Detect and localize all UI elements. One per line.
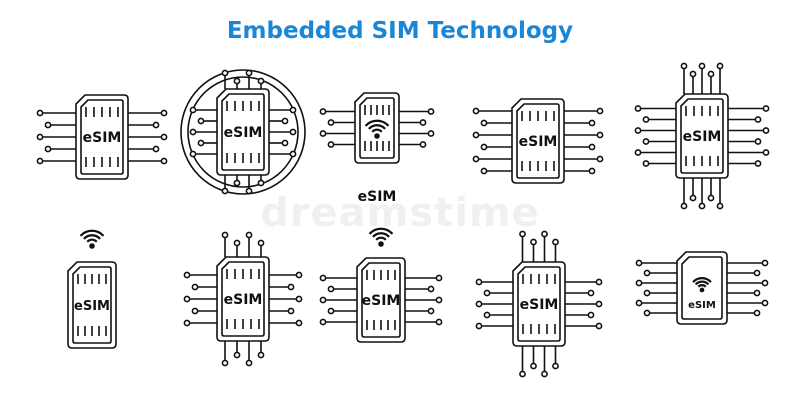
esim-label: eSIM: [362, 293, 401, 309]
esim-label: eSIM: [83, 130, 122, 146]
esim-wifi-card-icon: eSIM: [306, 226, 456, 351]
watermark: dreamstime: [260, 190, 540, 236]
esim-label: eSIM: [683, 129, 722, 145]
esim-wifi-small-chip-icon: eSIM: [622, 238, 782, 338]
esim-label: eSIM: [519, 134, 558, 150]
esim-label: eSIM: [224, 292, 263, 308]
esim-label: eSIM: [224, 125, 263, 141]
esim-label: eSIM: [358, 189, 397, 205]
esim-wifi-chip-icon: eSIM: [312, 86, 442, 206]
esim-chip-icon-7: eSIM: [168, 226, 318, 376]
esim-wireless-card-icon: eSIM: [52, 224, 132, 349]
esim-label: eSIM: [74, 299, 110, 314]
esim-chip-vertical-pins-icon: eSIM: [622, 56, 782, 216]
esim-chip-icon-9: eSIM: [464, 222, 614, 387]
esim-label: eSIM: [688, 300, 716, 311]
esim-chip-circuit-ring-icon: eSIM: [168, 60, 318, 200]
esim-label: eSIM: [520, 297, 559, 313]
esim-chip-icon-1: eSIM: [22, 82, 182, 192]
page-title: Embedded SIM Technology: [226, 18, 574, 44]
esim-chip-icon-4: eSIM: [458, 86, 618, 191]
